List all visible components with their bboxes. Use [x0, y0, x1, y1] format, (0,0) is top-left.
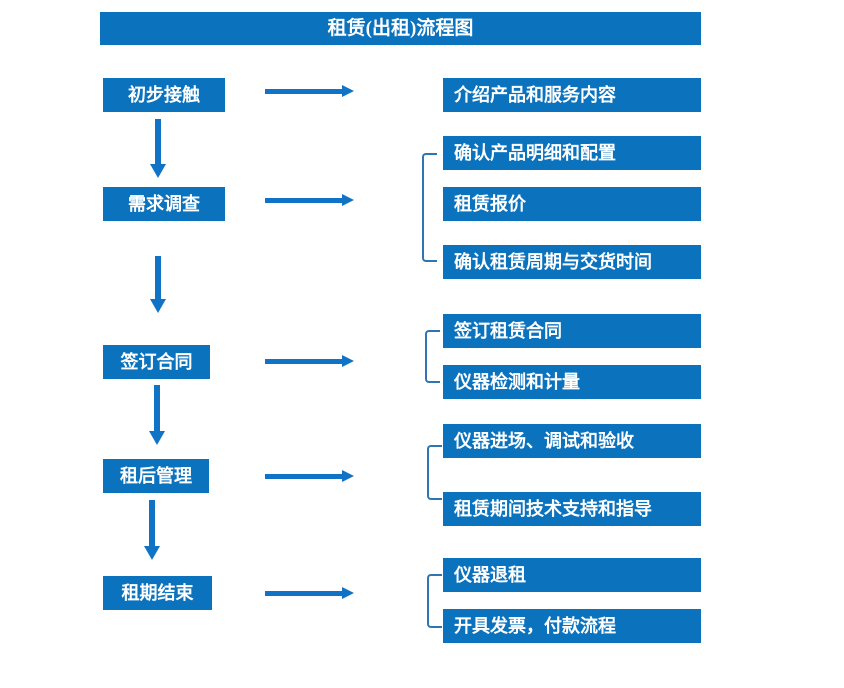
right-arrow-icon: [265, 355, 354, 367]
down-arrow-icon: [150, 119, 166, 178]
detail-box-rental-quote: 租赁报价: [443, 187, 701, 221]
down-arrow-icon: [144, 500, 160, 560]
right-arrow-icon: [265, 470, 354, 482]
detail-box-invoice-payment: 开具发票，付款流程: [443, 609, 701, 643]
detail-box-instrument-inspection: 仪器检测和计量: [443, 365, 701, 399]
step-box-sign-contract: 签订合同: [103, 345, 210, 379]
right-arrow-icon: [265, 194, 354, 206]
flowchart-title: 租赁(出租)流程图: [100, 12, 701, 45]
detail-box-confirm-period-delivery: 确认租赁周期与交货时间: [443, 245, 701, 279]
right-arrow-icon: [265, 85, 354, 97]
down-arrow-icon: [149, 385, 165, 445]
group-bracket: [422, 153, 437, 262]
detail-box-introduce-products: 介绍产品和服务内容: [443, 78, 701, 112]
step-box-initial-contact: 初步接触: [103, 78, 225, 112]
step-box-post-rental-management: 租后管理: [103, 459, 209, 493]
detail-box-instrument-return: 仪器退租: [443, 558, 701, 592]
down-arrow-icon: [150, 256, 166, 313]
detail-box-technical-support: 租赁期间技术支持和指导: [443, 492, 701, 526]
group-bracket: [427, 445, 442, 500]
detail-box-instrument-setup-acceptance: 仪器进场、调试和验收: [443, 424, 701, 458]
detail-box-confirm-product-config: 确认产品明细和配置: [443, 136, 701, 170]
group-bracket: [425, 330, 440, 383]
detail-box-sign-rental-contract: 签订租赁合同: [443, 314, 701, 348]
step-box-rental-end: 租期结束: [103, 576, 212, 610]
group-bracket: [427, 574, 442, 628]
right-arrow-icon: [265, 587, 354, 599]
step-box-demand-survey: 需求调查: [103, 187, 225, 221]
